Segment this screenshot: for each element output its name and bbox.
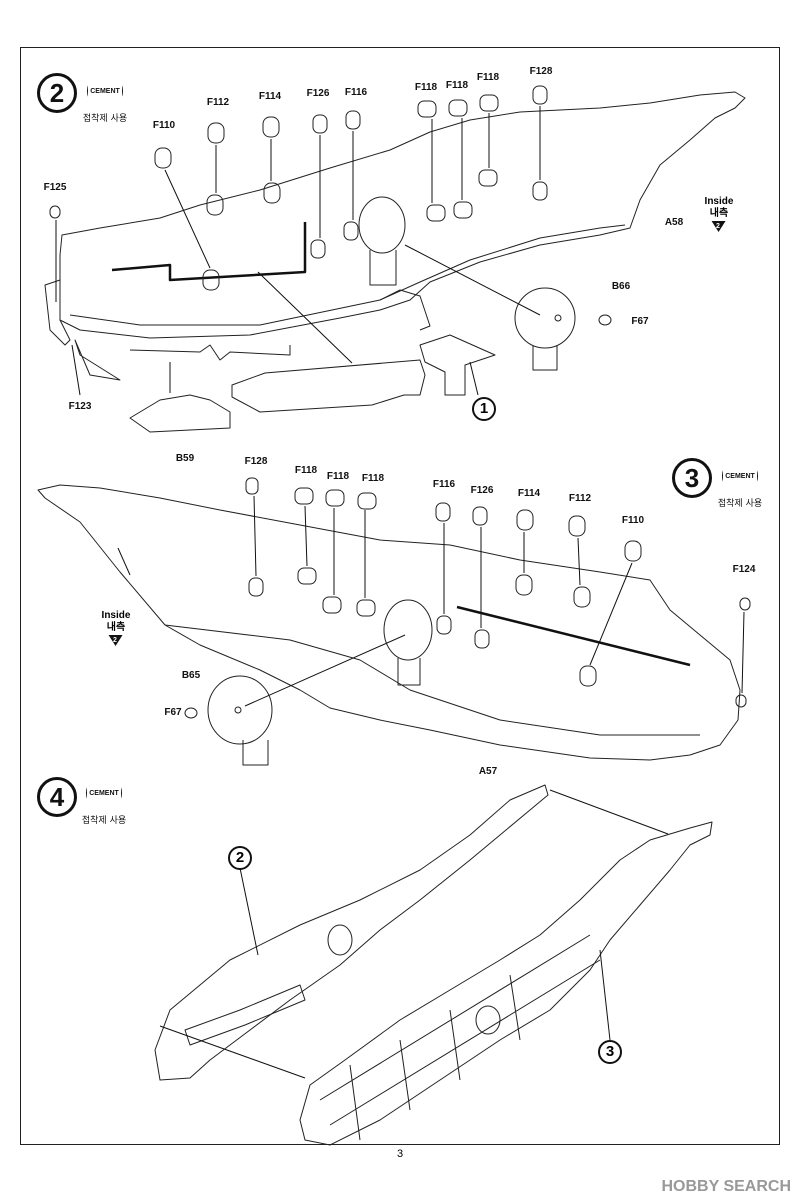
part-label: F118 (414, 82, 438, 93)
part-label: F118 (326, 471, 350, 482)
subassembly-callout-3: 3 (598, 1040, 622, 1064)
part-label: F67 (631, 316, 649, 327)
part-label: F110 (621, 515, 645, 526)
step-3-number: 3 (672, 458, 712, 498)
part-label: F116 (432, 479, 456, 490)
triangle-ref-icon: 2 (712, 221, 726, 232)
cement-icon: CEMENT (87, 73, 123, 111)
part-label: F124 (732, 564, 756, 575)
step-2-number: 2 (37, 73, 77, 113)
step-4-number: 4 (37, 777, 77, 817)
part-label: F118 (361, 473, 385, 484)
part-label: F128 (244, 456, 268, 467)
part-label: F114 (517, 488, 541, 499)
part-label: F114 (258, 91, 282, 102)
part-label: A58 (664, 217, 684, 228)
part-label: F118 (476, 72, 500, 83)
cement-icon: CEMENT (86, 775, 122, 813)
part-label: F126 (306, 88, 330, 99)
part-label: F118 (445, 80, 469, 91)
cement-note: 접착제 사용 (717, 499, 763, 509)
triangle-ref-icon: 2 (109, 635, 123, 646)
subassembly-callout-1: 1 (472, 397, 496, 421)
page-number: 3 (396, 1148, 404, 1160)
subassembly-callout-2: 2 (228, 846, 252, 870)
part-label: F128 (529, 66, 553, 77)
part-label: F67 (164, 707, 182, 718)
part-label: B59 (175, 453, 195, 464)
part-label: F126 (470, 485, 494, 496)
cement-note: 접착제 사용 (81, 816, 127, 826)
part-label: F125 (43, 182, 67, 193)
part-label: A57 (478, 766, 498, 777)
part-label: F118 (294, 465, 318, 476)
part-label: F116 (344, 87, 368, 98)
part-label: B66 (611, 281, 631, 292)
part-label: F112 (568, 493, 592, 504)
fuselage-half-a58 (59, 91, 746, 339)
cement-icon: CEMENT (722, 458, 758, 496)
fuselage-half-a57 (37, 484, 741, 761)
watermark: HOBBY SEARCH (661, 1178, 792, 1195)
part-label: F112 (206, 97, 230, 108)
part-label: B65 (181, 670, 201, 681)
page-frame (20, 47, 780, 1145)
part-label: F123 (68, 401, 92, 412)
cement-note: 접착제 사용 (82, 114, 128, 124)
assembled-fuselage (154, 784, 549, 1081)
part-label: F110 (152, 120, 176, 131)
